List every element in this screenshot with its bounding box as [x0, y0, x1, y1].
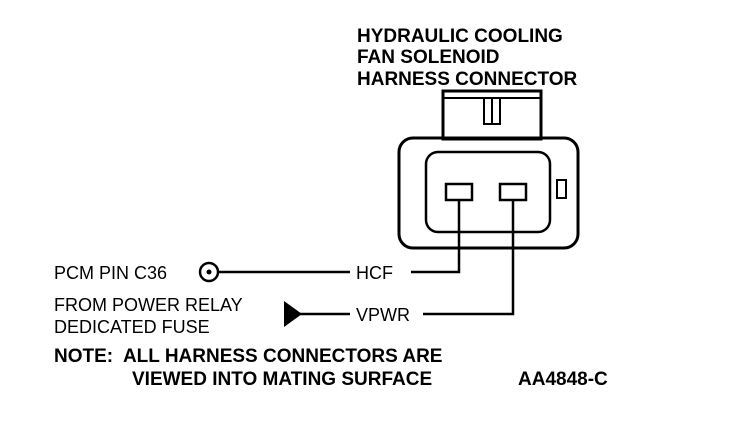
connector-title-line1: HYDRAULIC COOLING [357, 26, 563, 47]
vpwr-label: VPWR [356, 305, 410, 325]
figure-id: AA4848-C [518, 369, 608, 390]
connector-title-line2: FAN SOLENOID [357, 47, 500, 68]
note-line2: VIEWED INTO MATING SURFACE [132, 369, 432, 390]
terminal-cavity-vpwr [498, 182, 528, 202]
power-relay-label-line2: DEDICATED FUSE [54, 317, 210, 337]
hcf-label: HCF [356, 263, 393, 283]
connector-side-key [556, 179, 567, 199]
wire-hcf-connector [411, 200, 461, 274]
connector-mating-face [424, 150, 552, 234]
note-line1: NOTE: ALL HARNESS CONNECTORS ARE [54, 346, 442, 367]
harness-connector [397, 89, 580, 250]
terminal-cavity-hcf [444, 182, 474, 202]
wires [218, 200, 515, 316]
pcm-pin-label: PCM PIN C36 [54, 263, 167, 283]
power-relay-label-line1: FROM POWER RELAY [54, 295, 243, 315]
connector-title-line3: HARNESS CONNECTOR [357, 69, 578, 90]
power-feed-arrow-icon [284, 301, 302, 327]
pcm-terminal-icon [198, 261, 220, 283]
connector-body [397, 136, 580, 250]
wire-vpwr-connector [423, 200, 515, 316]
